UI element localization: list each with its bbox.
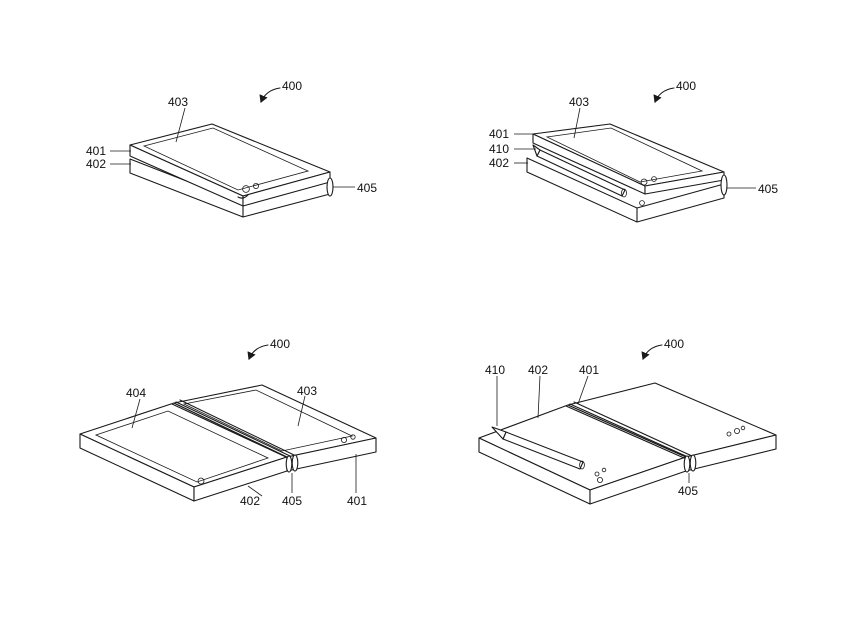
display-403 bbox=[142, 127, 310, 191]
reference-arrow bbox=[259, 87, 281, 104]
display-403 bbox=[545, 127, 704, 183]
reference-arrow bbox=[653, 87, 675, 104]
upper-housing-401 bbox=[532, 123, 725, 195]
reference-number: 400 bbox=[664, 337, 684, 351]
lower-housing-402 bbox=[79, 402, 288, 502]
lower-housing-402 bbox=[526, 157, 725, 223]
label-401: 401 bbox=[489, 127, 509, 141]
sensor-cluster bbox=[594, 425, 746, 483]
label-402: 402 bbox=[240, 494, 260, 508]
figure-open-backs-stylus: 400 bbox=[478, 337, 777, 505]
label-402: 402 bbox=[489, 156, 509, 170]
label-403: 403 bbox=[297, 384, 317, 398]
hinge-405 bbox=[171, 399, 299, 473]
label-405: 405 bbox=[758, 182, 778, 196]
label-410: 410 bbox=[485, 363, 505, 377]
reference-arrow bbox=[247, 344, 269, 361]
camera-sensors bbox=[639, 176, 657, 206]
figure-open-displays: 400 404 403 402 bbox=[79, 337, 377, 508]
reference-arrow bbox=[641, 344, 663, 361]
display-403 bbox=[182, 389, 354, 452]
lower-housing-402 bbox=[478, 404, 687, 505]
reference-number: 400 bbox=[676, 79, 696, 93]
stylus-410 bbox=[532, 144, 627, 198]
label-403: 403 bbox=[168, 95, 188, 109]
reference-number: 400 bbox=[270, 337, 290, 351]
upper-housing-401 bbox=[129, 123, 331, 207]
camera-sensors bbox=[242, 182, 259, 193]
hinge-405 bbox=[720, 174, 728, 196]
camera-sensor bbox=[197, 477, 205, 485]
upper-housing-401 bbox=[567, 382, 777, 472]
stylus-410 bbox=[491, 426, 585, 470]
label-404: 404 bbox=[126, 386, 146, 400]
label-405: 405 bbox=[678, 484, 698, 498]
figure-partially-open: 400 403 401 410 bbox=[489, 79, 778, 223]
label-401: 401 bbox=[86, 144, 106, 158]
label-401: 401 bbox=[347, 494, 367, 508]
camera-sensors bbox=[340, 434, 356, 443]
label-410: 410 bbox=[489, 142, 509, 156]
hinge-405 bbox=[326, 177, 334, 197]
reference-number: 400 bbox=[282, 79, 302, 93]
upper-housing-401 bbox=[173, 384, 377, 472]
label-401: 401 bbox=[579, 363, 599, 377]
label-402: 402 bbox=[528, 363, 548, 377]
label-405: 405 bbox=[357, 181, 377, 195]
label-403: 403 bbox=[569, 95, 589, 109]
figure-closed-device: 400 403 401 402 405 bbox=[86, 79, 377, 218]
hinge-405 bbox=[565, 401, 697, 473]
display-404 bbox=[94, 410, 270, 483]
label-402: 402 bbox=[86, 157, 106, 171]
label-405: 405 bbox=[282, 494, 302, 508]
